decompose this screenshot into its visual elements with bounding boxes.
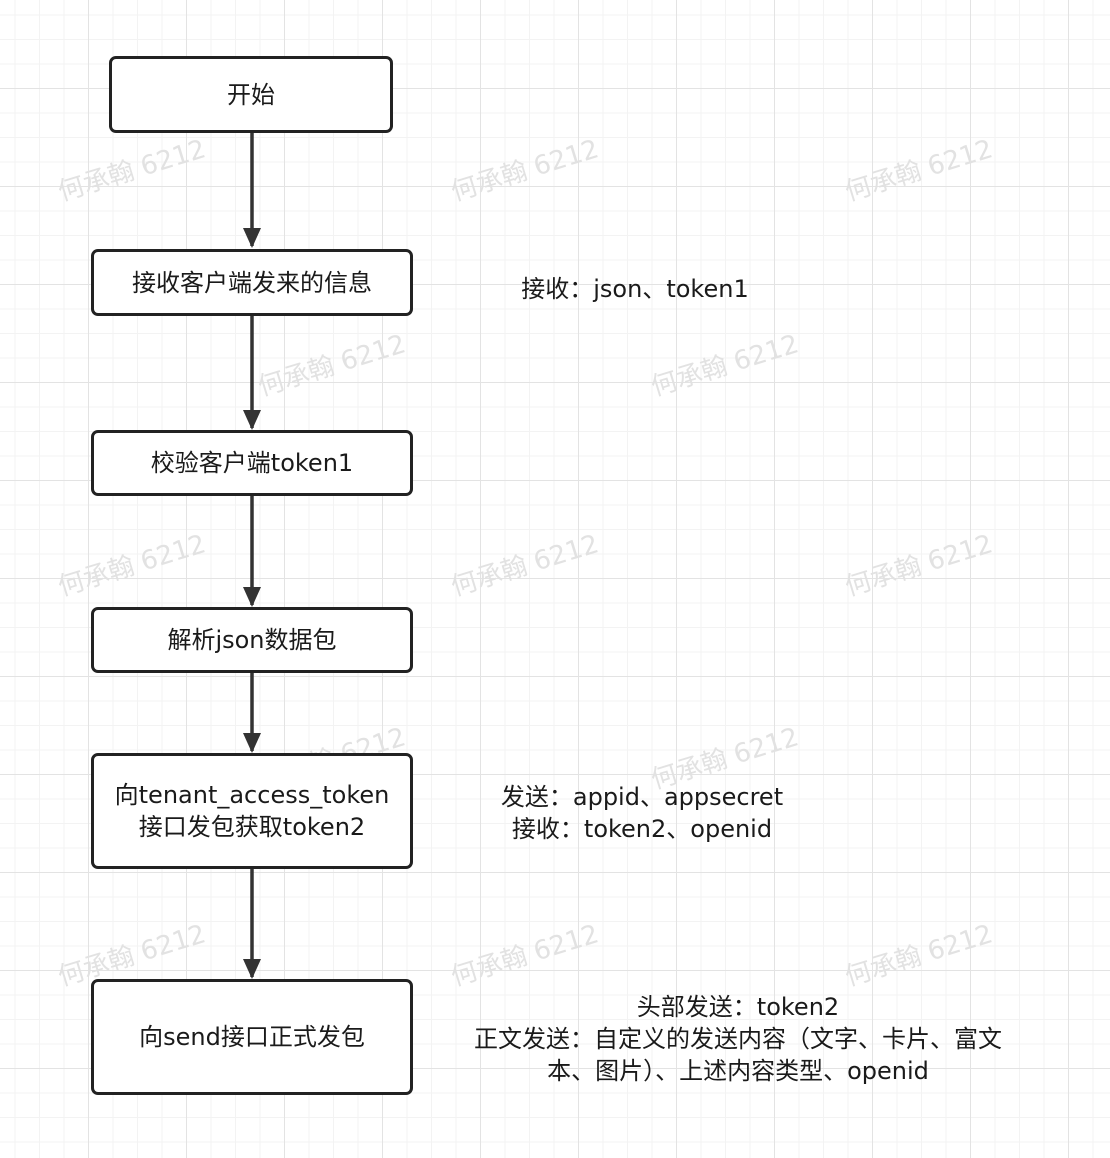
- flow-node-get-token2[interactable]: 向tenant_access_token 接口发包获取token2: [91, 753, 413, 869]
- annotation-receive: 接收：json、token1: [521, 275, 749, 303]
- arrowhead: [243, 959, 261, 979]
- flow-node-receive-message[interactable]: 接收客户端发来的信息: [91, 249, 413, 316]
- node-label: 解析json数据包: [167, 626, 337, 654]
- arrowhead: [243, 228, 261, 248]
- node-label: 向tenant_access_token 接口发包获取token2: [114, 781, 390, 841]
- flow-node-send-message[interactable]: 向send接口正式发包: [91, 979, 413, 1095]
- flow-node-parse-json[interactable]: 解析json数据包: [91, 607, 413, 673]
- node-label: 向send接口正式发包: [139, 1023, 365, 1051]
- annotation-send: 头部发送：token2 正文发送：自定义的发送内容（文字、卡片、富文 本、图片）…: [474, 993, 1002, 1085]
- arrowhead: [243, 410, 261, 430]
- node-label: 开始: [227, 80, 275, 109]
- arrowhead: [243, 733, 261, 753]
- flow-node-start[interactable]: 开始: [109, 56, 393, 133]
- annotation-token2: 发送：appid、appsecret 接收：token2、openid: [500, 783, 784, 843]
- arrowhead: [243, 587, 261, 607]
- flow-node-verify-token[interactable]: 校验客户端token1: [91, 430, 413, 496]
- node-label: 接收客户端发来的信息: [132, 268, 372, 297]
- node-label: 校验客户端token1: [150, 449, 354, 477]
